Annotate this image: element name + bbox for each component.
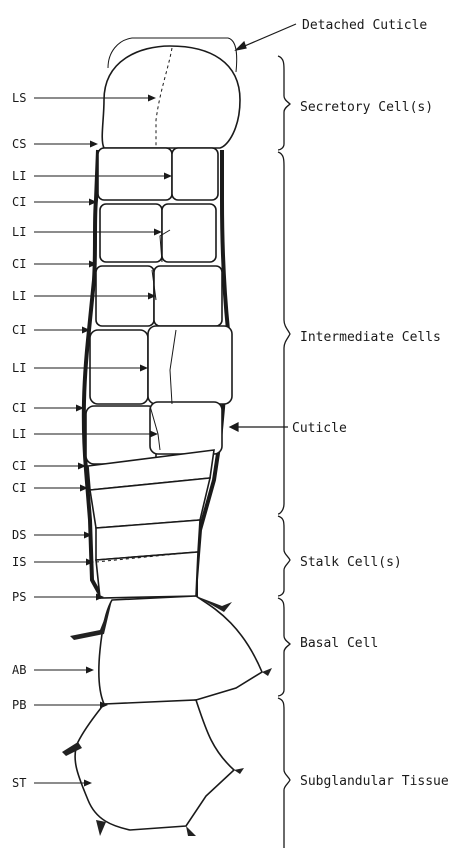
left-label-pb-17: PB [12,698,26,712]
left-label-ab-16: AB [12,663,26,677]
right-label-0: Detached Cuticle [302,18,427,33]
left-arrow-head-16 [86,667,94,674]
left-label-li-4: LI [12,225,26,239]
left-label-ci-3: CI [12,195,26,209]
right-arrows [230,24,296,431]
left-label-ci-5: CI [12,257,26,271]
right-label-2: Intermediate Cells [300,330,441,345]
left-label-ds-13: DS [12,528,26,542]
left-arrow-head-1 [90,141,98,148]
right-label-3: Cuticle [292,421,347,436]
left-label-ls-0: LS [12,91,26,105]
left-label-cs-1: CS [12,137,26,151]
right-label-6: Subglandular Tissue [300,774,449,789]
left-label-li-8: LI [12,361,26,375]
right-brackets [278,56,290,848]
stalk-cells [96,520,200,598]
secretory-cell [102,46,240,148]
left-label-st-18: ST [12,776,26,790]
left-label-ps-15: PS [12,590,26,604]
right-label-1: Secretory Cell(s) [300,100,433,115]
intermediate-cells [86,148,232,528]
left-label-ci-11: CI [12,459,26,473]
left-label-is-14: IS [12,555,26,569]
basal-cell [99,596,262,706]
right-label-5: Basal Cell [300,636,378,651]
right-label-4: Stalk Cell(s) [300,555,402,570]
left-label-ci-9: CI [12,401,26,415]
left-label-li-10: LI [12,427,26,441]
left-label-li-6: LI [12,289,26,303]
subglandular-tissue [75,700,234,830]
left-label-ci-12: CI [12,481,26,495]
left-label-li-2: LI [12,169,26,183]
left-label-ci-7: CI [12,323,26,337]
